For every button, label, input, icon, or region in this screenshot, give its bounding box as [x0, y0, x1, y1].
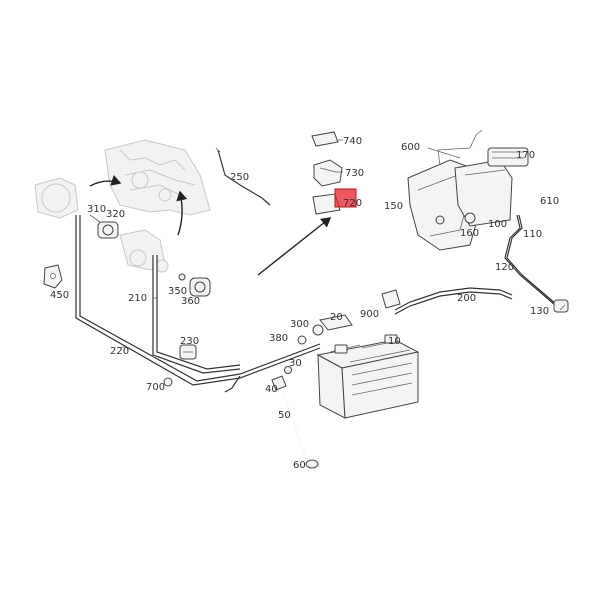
- callout-labels: 10 20 30 40 50 60 100 110 120 130 150 16…: [50, 136, 559, 471]
- callout-310: 310: [87, 204, 106, 215]
- part-380-nut: [297, 335, 307, 345]
- part-700-clip: [163, 377, 173, 387]
- callout-250: 250: [230, 172, 249, 183]
- part-450-bracket: [43, 264, 63, 289]
- part-30-nut: [284, 366, 292, 374]
- callout-30: 30: [289, 358, 302, 369]
- cable-200-b: [394, 291, 513, 315]
- callout-360: 360: [181, 296, 200, 307]
- cable-110-120-b: [506, 214, 558, 306]
- callout-210: 210: [128, 293, 147, 304]
- part-350-360: [178, 273, 211, 297]
- part-720: [312, 188, 357, 215]
- callout-110: 110: [523, 229, 542, 240]
- callout-350: 350: [168, 286, 187, 297]
- cable-200: [394, 287, 513, 311]
- callout-230: 230: [180, 336, 199, 347]
- callout-130: 130: [530, 306, 549, 317]
- cable-250: [217, 149, 271, 206]
- callout-200: 200: [457, 293, 476, 304]
- callout-300: 300: [290, 319, 309, 330]
- callout-60: 60: [293, 460, 306, 471]
- callout-730: 730: [345, 168, 364, 179]
- leader-lines: [89, 139, 566, 349]
- main-cable-harness: [75, 215, 321, 393]
- cable-110-120: [504, 214, 556, 306]
- battery-tray-assembly: [407, 129, 529, 251]
- callout-610: 610: [540, 196, 559, 207]
- callout-320: 320: [106, 209, 125, 220]
- part-730: [313, 159, 343, 187]
- engine-arrows: [89, 175, 332, 276]
- callout-100: 100: [488, 219, 507, 230]
- callout-50: 50: [278, 410, 291, 421]
- callout-380: 380: [269, 333, 288, 344]
- highlight-marker: [334, 188, 357, 208]
- callout-170: 170: [516, 150, 535, 161]
- part-130-terminal: [553, 299, 569, 313]
- callout-700: 700: [146, 382, 165, 393]
- battery: [316, 334, 420, 419]
- callout-40: 40: [265, 384, 278, 395]
- callout-160: 160: [460, 228, 479, 239]
- callout-740: 740: [343, 136, 362, 147]
- engine-block-ghost: [34, 139, 211, 273]
- callout-220: 220: [110, 346, 129, 357]
- callout-10: 10: [388, 336, 401, 347]
- part-740: [311, 131, 339, 147]
- callout-600: 600: [401, 142, 420, 153]
- part-310-320: [97, 221, 119, 239]
- callout-450: 450: [50, 290, 69, 301]
- callout-150: 150: [384, 201, 403, 212]
- part-230-clip: [179, 344, 197, 360]
- callout-120: 120: [495, 262, 514, 273]
- hold-down-rod: [271, 375, 319, 469]
- callout-720: 720: [343, 198, 362, 209]
- part-300-nut: [312, 324, 324, 336]
- cable-250-end: [215, 147, 221, 153]
- callout-900: 900: [360, 309, 379, 320]
- part-20-bracket: [319, 314, 353, 331]
- callout-20: 20: [330, 312, 343, 323]
- part-900-connector: [381, 289, 401, 309]
